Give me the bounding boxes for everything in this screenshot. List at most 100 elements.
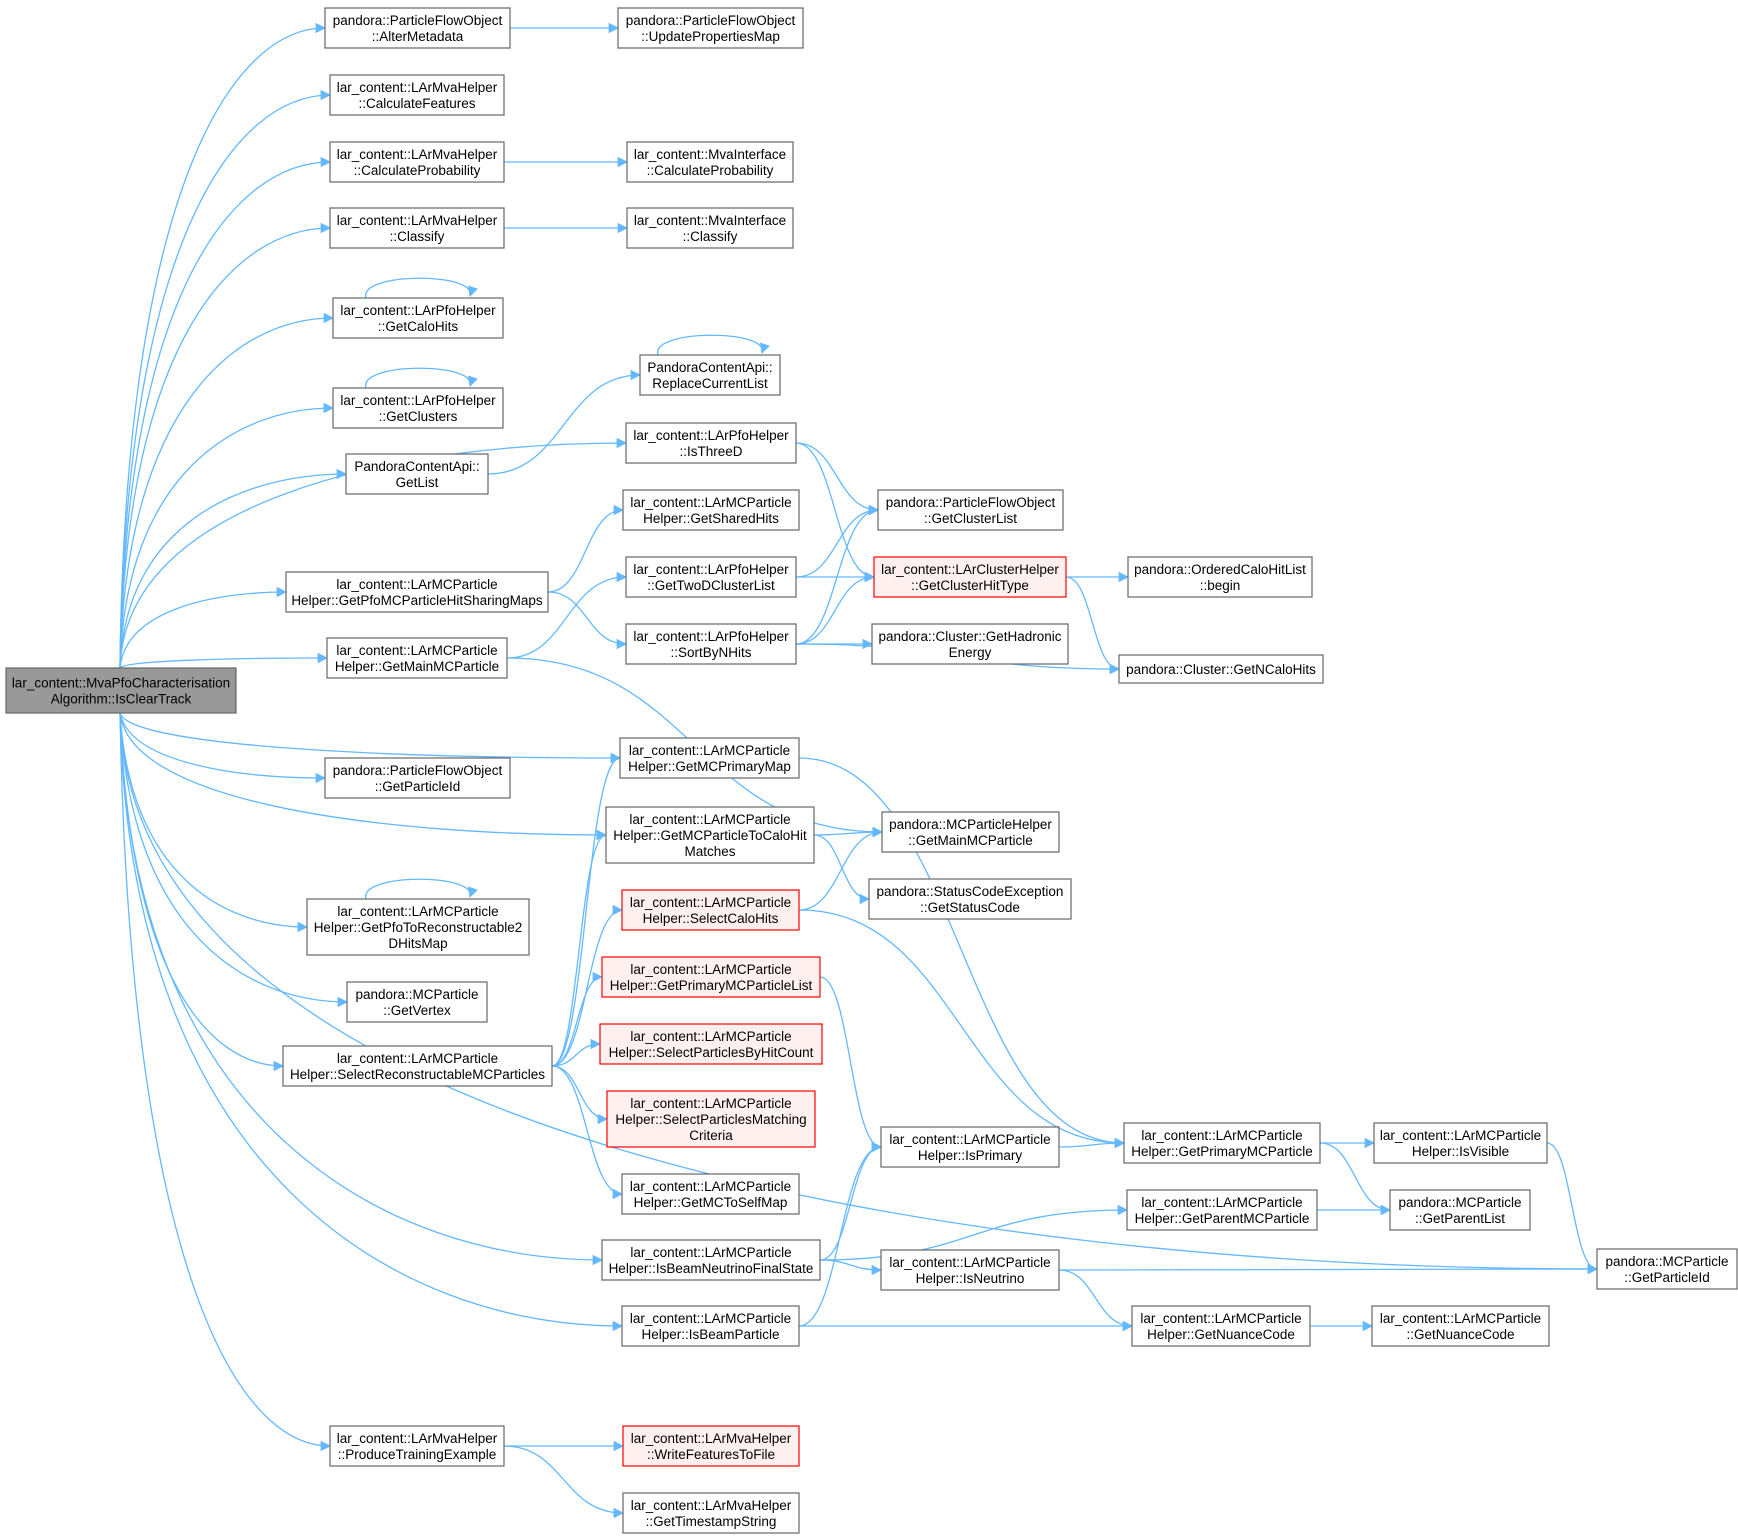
- node-calculate-features[interactable]: lar_content::LArMvaHelper::CalculateFeat…: [329, 74, 505, 116]
- node-get-parent-list[interactable]: pandora::MCParticle::GetParentList: [1389, 1189, 1531, 1231]
- node-get-primary-mcparticle-list[interactable]: lar_content::LArMCParticleHelper::GetPri…: [601, 956, 821, 998]
- node-get-nuance-code[interactable]: lar_content::LArMCParticle::GetNuanceCod…: [1371, 1305, 1550, 1347]
- node-label: ::UpdatePropertiesMap: [641, 29, 780, 44]
- node-begin[interactable]: pandora::OrderedCaloHitList::begin: [1127, 556, 1313, 598]
- node-label: pandora::MCParticle: [355, 987, 478, 1002]
- node-get-particle-id-mc[interactable]: pandora::MCParticle::GetParticleId: [1596, 1248, 1738, 1290]
- node-is-primary[interactable]: lar_content::LArMCParticleHelper::IsPrim…: [880, 1126, 1060, 1168]
- node-label: lar_content::LArMCParticle: [630, 1245, 791, 1260]
- node-get-nuance-code-helper[interactable]: lar_content::LArMCParticleHelper::GetNua…: [1131, 1305, 1311, 1347]
- node-get-calo-hits[interactable]: lar_content::LArPfoHelper::GetCaloHits: [332, 297, 504, 339]
- node-box: [621, 1305, 800, 1347]
- node-get-mcparticle-to-calo-hit-matches[interactable]: lar_content::LArMCParticleHelper::GetMCP…: [605, 806, 815, 864]
- node-label: Helper::GetMainMCParticle: [335, 659, 499, 674]
- node-is-beam-particle[interactable]: lar_content::LArMCParticleHelper::IsBeam…: [621, 1305, 800, 1347]
- node-get-parent-mcparticle[interactable]: lar_content::LArMCParticleHelper::GetPar…: [1126, 1189, 1318, 1231]
- node-select-calo-hits[interactable]: lar_content::LArMCParticleHelper::Select…: [621, 889, 800, 931]
- node-label: Helper::GetSharedHits: [643, 511, 779, 526]
- node-select-reconstructable-mcparticles[interactable]: lar_content::LArMCParticleHelper::Select…: [282, 1045, 553, 1087]
- edge-is-three-d-to-get-cluster-list: [795, 442, 880, 516]
- node-label: ::Classify: [683, 229, 738, 244]
- edge-get-pfo-mcparticle-hit-sharing-maps-to-sort-by-nhits: [547, 591, 628, 650]
- node-select-particles-matching-criteria[interactable]: lar_content::LArMCParticleHelper::Select…: [606, 1090, 816, 1148]
- node-label: ::IsThreeD: [679, 444, 742, 459]
- node-get-pfo-mcparticle-hit-sharing-maps[interactable]: lar_content::LArMCParticleHelper::GetPfo…: [285, 571, 549, 613]
- node-label: Helper::GetMCParticleToCaloHit: [613, 828, 807, 843]
- edge-root-to-get-pfo-mcparticle-hit-sharing-maps: [119, 586, 288, 669]
- node-update-properties-map[interactable]: pandora::ParticleFlowObject::UpdatePrope…: [617, 7, 804, 49]
- node-get-cluster-hit-type[interactable]: lar_content::LArClusterHelper::GetCluste…: [873, 556, 1067, 598]
- node-label: ::GetMainMCParticle: [908, 833, 1033, 848]
- node-box: [346, 981, 488, 1023]
- edge-root-to-classify: [119, 222, 332, 669]
- node-alter-metadata[interactable]: pandora::ParticleFlowObject::AlterMetada…: [324, 7, 511, 49]
- node-label: ReplaceCurrentList: [652, 376, 768, 391]
- node-label: Helper::GetNuanceCode: [1147, 1327, 1295, 1342]
- node-write-features-to-file[interactable]: lar_content::LArMvaHelper::WriteFeatures…: [622, 1425, 800, 1467]
- node-select-particles-by-hit-count[interactable]: lar_content::LArMCParticleHelper::Select…: [599, 1023, 823, 1065]
- node-label: Criteria: [689, 1128, 733, 1143]
- node-mva-calculate-probability[interactable]: lar_content::MvaInterface::CalculateProb…: [626, 141, 794, 183]
- node-calculate-probability[interactable]: lar_content::LArMvaHelper::CalculateProb…: [329, 141, 505, 183]
- edge-select-reconstructable-mcparticles-to-select-particles-by-hit-count: [551, 1038, 602, 1067]
- node-pandora-get-main-mcparticle[interactable]: pandora::MCParticleHelper::GetMainMCPart…: [881, 811, 1060, 853]
- node-get-clusters[interactable]: lar_content::LArPfoHelper::GetClusters: [332, 387, 504, 429]
- node-label: lar_content::MvaPfoCharacterisation: [12, 676, 230, 691]
- node-label: ::CalculateProbability: [354, 163, 481, 178]
- edge-root-to-calculate-probability: [119, 156, 332, 669]
- edge-get-list-to-replace-current-list: [487, 369, 642, 475]
- node-is-beam-neutrino-final-state[interactable]: lar_content::LArMCParticleHelper::IsBeam…: [601, 1239, 821, 1281]
- node-get-mcto-self-map[interactable]: lar_content::LArMCParticleHelper::GetMCT…: [621, 1173, 800, 1215]
- node-label: lar_content::LArMCParticle: [889, 1255, 1050, 1270]
- node-box: [329, 1425, 505, 1467]
- node-label: lar_content::LArPfoHelper: [340, 303, 496, 318]
- node-get-status-code[interactable]: pandora::StatusCodeException::GetStatusC…: [868, 878, 1072, 920]
- node-label: Energy: [949, 645, 992, 660]
- node-is-three-d[interactable]: lar_content::LArPfoHelper::IsThreeD: [625, 422, 797, 464]
- node-label: ::CalculateFeatures: [358, 96, 475, 111]
- node-label: Helper::GetPfoToReconstructable2: [314, 920, 523, 935]
- node-box: [1127, 556, 1313, 598]
- node-get-ncalo-hits[interactable]: pandora::Cluster::GetNCaloHits: [1118, 654, 1324, 684]
- node-label: pandora::ParticleFlowObject: [626, 13, 796, 28]
- node-classify[interactable]: lar_content::LArMvaHelper::Classify: [329, 207, 505, 249]
- node-label: pandora::MCParticleHelper: [889, 817, 1052, 832]
- node-get-mcprimary-map[interactable]: lar_content::LArMCParticleHelper::GetMCP…: [619, 737, 800, 779]
- node-box: [626, 207, 794, 249]
- node-get-cluster-list[interactable]: pandora::ParticleFlowObject::GetClusterL…: [877, 489, 1064, 531]
- node-label: ::SortByNHits: [670, 645, 751, 660]
- edge-is-three-d-to-get-cluster-hit-type: [795, 442, 876, 583]
- node-replace-current-list[interactable]: PandoraContentApi::ReplaceCurrentList: [639, 354, 781, 396]
- node-box: [5, 667, 237, 714]
- node-mva-classify[interactable]: lar_content::MvaInterface::Classify: [626, 207, 794, 249]
- node-get-timestamp-string[interactable]: lar_content::LArMvaHelper::GetTimestampS…: [622, 1492, 800, 1534]
- node-box: [1371, 1305, 1550, 1347]
- node-label: Helper::GetPrimaryMCParticleList: [610, 978, 813, 993]
- node-get-vertex[interactable]: pandora::MCParticle::GetVertex: [346, 981, 488, 1023]
- edge-sort-by-nhits-to-get-cluster-hit-type: [795, 571, 876, 645]
- node-box: [625, 623, 797, 665]
- node-label: ::begin: [1200, 578, 1241, 593]
- node-label: lar_content::LArMCParticle: [630, 962, 791, 977]
- node-get-two-dcluster-list[interactable]: lar_content::LArPfoHelper::GetTwoDCluste…: [625, 556, 797, 598]
- node-get-particle-id-pfo[interactable]: pandora::ParticleFlowObject::GetParticle…: [324, 757, 511, 799]
- node-get-list[interactable]: PandoraContentApi::GetList: [345, 453, 489, 495]
- node-get-primary-mcparticle[interactable]: lar_content::LArMCParticleHelper::GetPri…: [1123, 1122, 1321, 1164]
- node-produce-training-example[interactable]: lar_content::LArMvaHelper::ProduceTraini…: [329, 1425, 505, 1467]
- edge-select-reconstructable-mcparticles-to-get-mcto-self-map: [551, 1065, 624, 1200]
- node-root[interactable]: lar_content::MvaPfoCharacterisationAlgor…: [5, 667, 237, 714]
- node-box: [306, 898, 530, 956]
- edge-root-to-get-list: [119, 468, 348, 669]
- node-label: ::GetVertex: [383, 1003, 451, 1018]
- node-get-main-mcparticle[interactable]: lar_content::LArMCParticleHelper::GetMai…: [326, 637, 508, 679]
- node-get-shared-hits[interactable]: lar_content::LArMCParticleHelper::GetSha…: [622, 489, 800, 531]
- node-sort-by-nhits[interactable]: lar_content::LArPfoHelper::SortByNHits: [625, 623, 797, 665]
- node-is-neutrino[interactable]: lar_content::LArMCParticleHelper::IsNeut…: [880, 1249, 1060, 1291]
- node-box: [622, 489, 800, 531]
- edge-get-primary-mcparticle-list-to-is-primary: [819, 976, 883, 1153]
- node-label: Helper::GetMCPrimaryMap: [628, 759, 791, 774]
- node-get-pfo-to-reconstructable2-dhits-map[interactable]: lar_content::LArMCParticleHelper::GetPfo…: [306, 898, 530, 956]
- node-is-visible[interactable]: lar_content::LArMCParticleHelper::IsVisi…: [1373, 1122, 1548, 1164]
